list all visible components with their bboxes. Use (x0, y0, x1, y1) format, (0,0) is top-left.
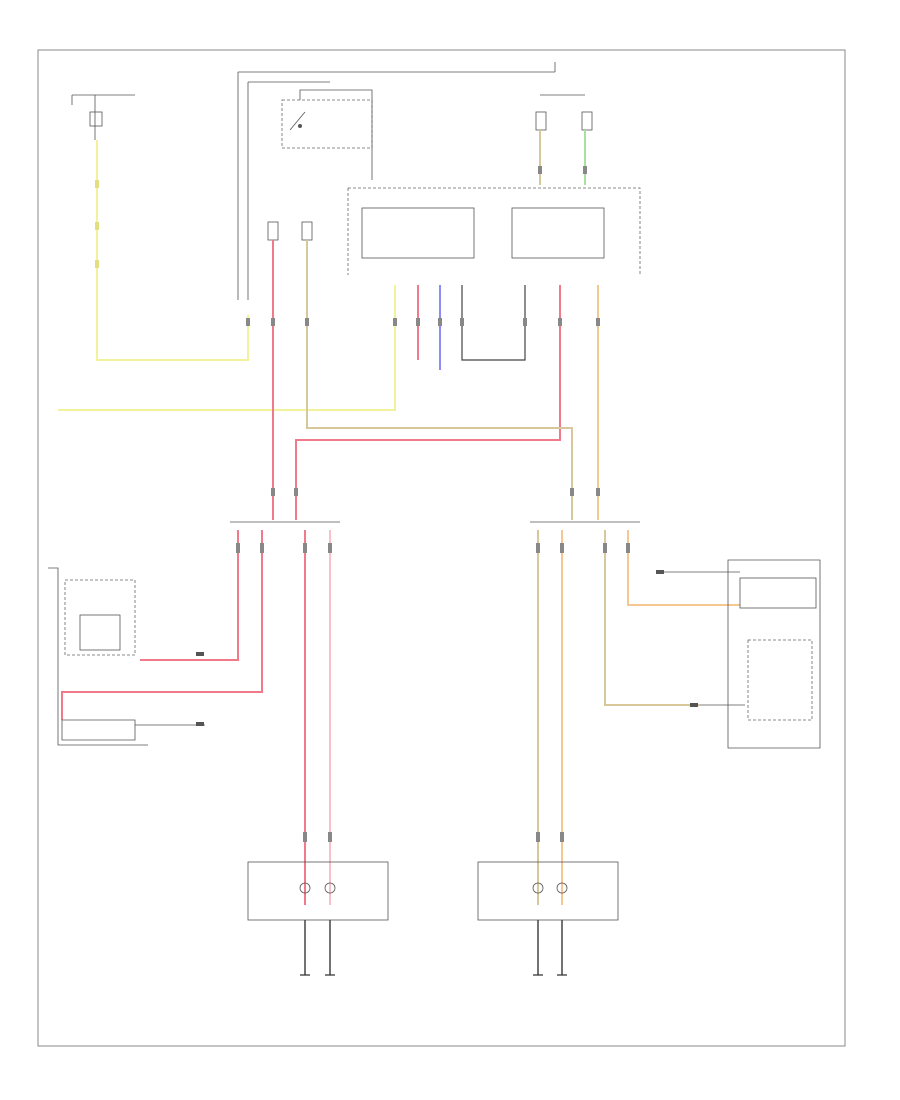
left-fuse-pair (267, 221, 600, 520)
left-branch-wires (61, 530, 332, 905)
bottom-right-module (477, 861, 619, 976)
control-module (347, 187, 641, 275)
right-branch-wires (536, 530, 740, 905)
yellow-feed-wire (96, 140, 249, 361)
diagram-frame (37, 49, 846, 1047)
top-left-fuse-group (71, 94, 250, 361)
headlight-relay (281, 89, 373, 180)
right-headlight-assembly (656, 559, 821, 749)
bottom-left-module (247, 861, 389, 976)
module-output-wires (58, 285, 600, 520)
right-top-fuses (535, 94, 593, 185)
left-headlight-assembly (48, 567, 205, 746)
